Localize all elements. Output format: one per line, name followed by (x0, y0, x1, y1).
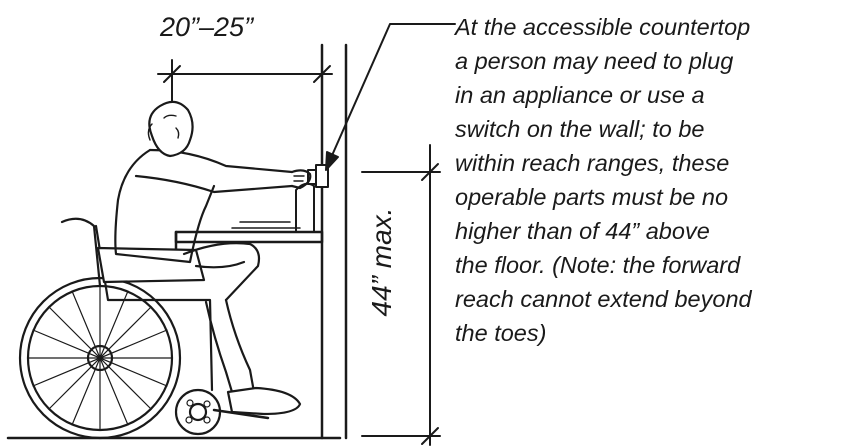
height-dimension-lines (361, 144, 441, 446)
max-height-label: 44” max. (366, 207, 397, 317)
wheelchair-user-figure (18, 100, 312, 440)
note-line: the floor. (Note: the forward (455, 252, 741, 278)
note-line: within reach ranges, these (455, 150, 730, 176)
appliance (231, 182, 315, 233)
note-line: the toes) (455, 320, 547, 346)
note-line: higher than of 44” above (455, 218, 710, 244)
note-line: reach cannot extend beyond (455, 286, 752, 312)
reach-note-text: At the accessible countertop a person ma… (455, 10, 847, 350)
wall (320, 43, 348, 440)
note-line: in an appliance or use a (455, 82, 705, 108)
countertop (174, 230, 324, 252)
note-line: operable parts must be no (455, 184, 729, 210)
reach-width-label: 20”–25” (160, 12, 254, 42)
note-line: switch on the wall; to be (455, 116, 705, 142)
note-line: a person may need to plug (455, 48, 734, 74)
arrow-pointer-icon (325, 23, 456, 171)
note-line: At the accessible countertop (455, 14, 751, 40)
